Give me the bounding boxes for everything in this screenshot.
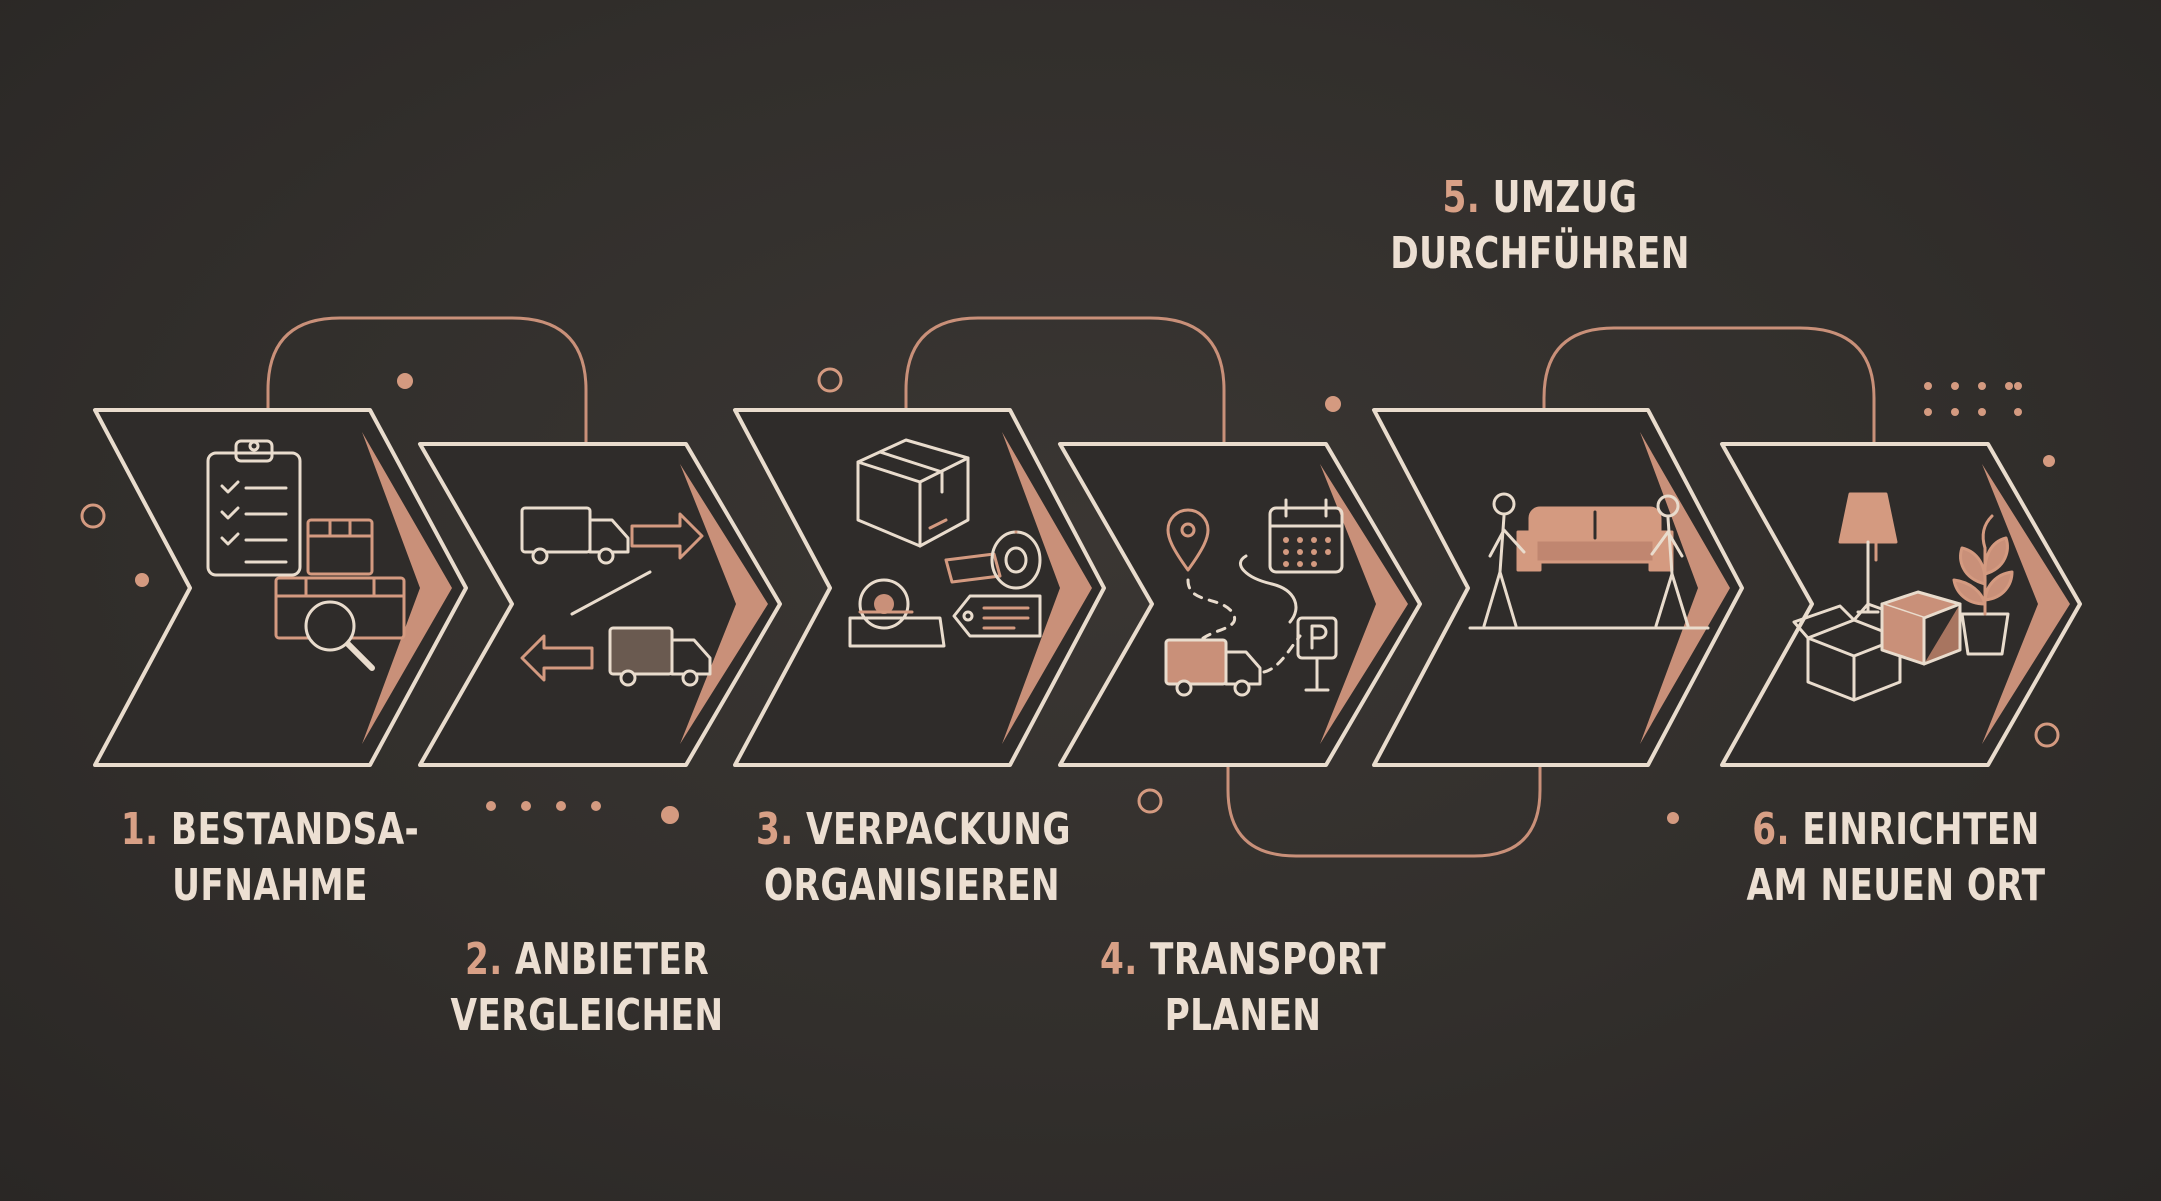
divider-line <box>570 570 652 616</box>
step-4-title-line2: PLANEN <box>1164 990 1322 1041</box>
step-1-title-line1: BESTANDSA- <box>170 804 420 855</box>
step-2-label: 2. ANBIETER VERGLEICHEN <box>431 932 743 1044</box>
decorative-dots <box>80 367 2060 824</box>
box-icon <box>856 438 970 548</box>
step-3-title-line1: VERPACKUNG <box>806 804 1071 855</box>
box-icon <box>1880 590 1962 666</box>
route-path <box>1186 578 1236 650</box>
two-movers-carrying-sofa-icon <box>1468 492 1710 630</box>
step-5-number: 5. <box>1442 172 1481 223</box>
connector-arc <box>1226 763 1542 858</box>
step-6-title-line2: AM NEUEN ORT <box>1746 860 2046 911</box>
step-6-label: 6. EINRICHTEN AM NEUEN ORT <box>1740 802 2052 914</box>
step-1-title-line2: UFNAHME <box>172 860 368 911</box>
step-2-title-line2: VERGLEICHEN <box>450 990 724 1041</box>
step-2-chevron <box>418 442 782 767</box>
step-3-label: 3. VERPACKUNG ORGANISIEREN <box>756 802 1071 914</box>
truck-icon <box>520 506 630 565</box>
step-3-number: 3. <box>756 804 794 855</box>
step-3-chevron <box>733 408 1106 767</box>
step-1-number: 1. <box>120 804 159 855</box>
step-4-chevron <box>1058 442 1422 767</box>
magnifier-icon <box>274 576 406 671</box>
step-6-title-line1: EINRICHTEN <box>1802 804 2040 855</box>
floor-lamp-icon <box>1838 492 1898 614</box>
step-4-title-line1: TRANSPORT <box>1150 934 1387 985</box>
label-tag-icon <box>952 594 1042 638</box>
step-4-number: 4. <box>1099 934 1138 985</box>
parking-sign-icon <box>1296 616 1338 692</box>
cardboard-box-icon <box>306 518 374 576</box>
route-path <box>1239 554 1298 624</box>
step-5-title-line1: UMZUG <box>1492 172 1638 223</box>
arrow-left-icon <box>520 634 594 682</box>
calendar-icon <box>1268 498 1344 574</box>
potted-plant-icon <box>1952 514 2014 656</box>
step-5-title-line2: DURCHFÜHREN <box>1390 228 1690 279</box>
step-4-label: 4. TRANSPORT PLANEN <box>1087 932 1399 1044</box>
step-5-chevron <box>1372 408 1744 767</box>
step-2-title-line1: ANBIETER <box>514 934 710 985</box>
arrow-right-icon <box>630 512 704 560</box>
connector-arc <box>266 316 588 444</box>
step-6-chevron <box>1720 442 2082 767</box>
step-1-label: 1. BESTANDSA- UFNAHME <box>114 802 426 914</box>
connector-arc <box>1542 326 1876 444</box>
step-1-chevron <box>93 408 468 767</box>
tape-dispenser-icon <box>848 578 946 648</box>
clipboard-checklist-icon <box>206 439 302 577</box>
step-5-label: 5. UMZUG DURCHFÜHREN <box>1384 170 1696 282</box>
location-pin-icon <box>1166 508 1210 572</box>
truck-icon <box>608 626 712 687</box>
truck-icon <box>1164 638 1262 697</box>
step-2-number: 2. <box>464 934 503 985</box>
step-6-number: 6. <box>1752 804 1790 855</box>
connector-arc <box>904 316 1226 444</box>
tape-roll-icon <box>944 530 1042 590</box>
step-3-title-line2: ORGANISIEREN <box>763 860 1061 911</box>
